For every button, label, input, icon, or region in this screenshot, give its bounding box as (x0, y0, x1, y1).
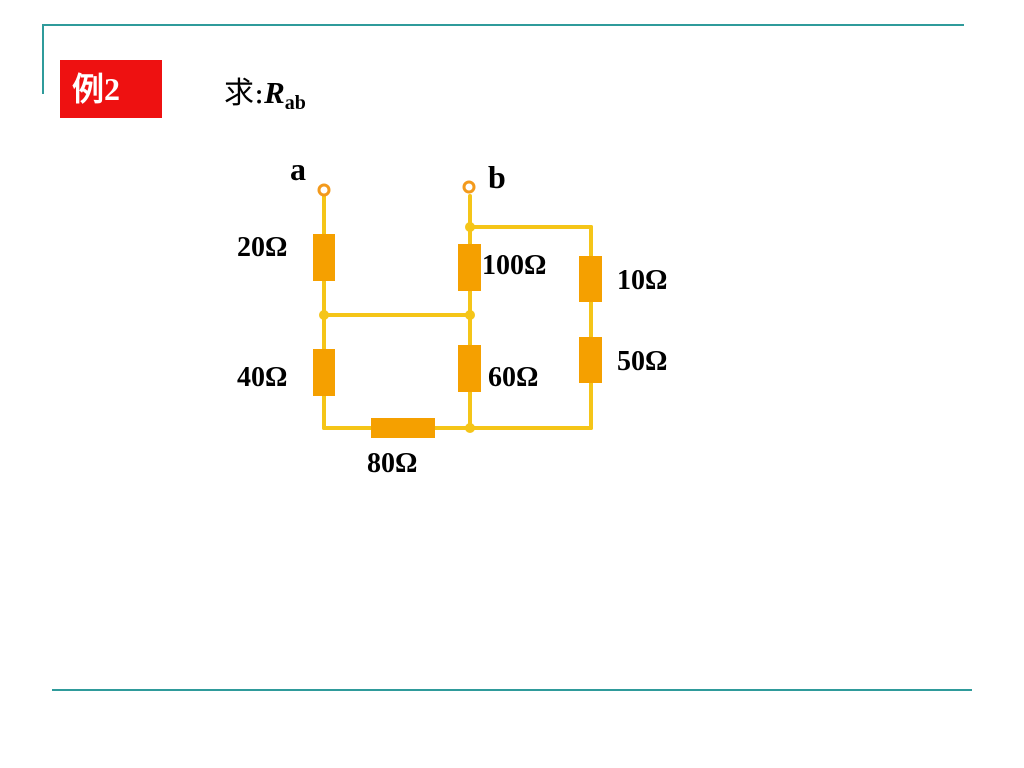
wires (322, 194, 593, 430)
resistor-20-label: 20Ω (237, 232, 287, 263)
question-variable: R (264, 75, 285, 110)
resistor-80-label: 80Ω (367, 448, 417, 479)
resistor-100 (458, 244, 481, 291)
resistor-60-label: 60Ω (488, 362, 538, 393)
terminal-a[interactable] (317, 183, 331, 197)
junction-left-middle (319, 310, 329, 320)
junction-bottom (465, 423, 475, 433)
resistor-40 (313, 349, 335, 396)
resistor-40-label: 40Ω (237, 362, 287, 393)
resistor-60 (458, 345, 481, 392)
bottom-rule (52, 689, 972, 691)
question-text: 求:Rab (224, 68, 306, 115)
terminal-a-label: a (290, 151, 306, 187)
example-badge: 例2 (60, 60, 162, 118)
resistor-50 (579, 337, 602, 383)
example-label: 例2 (72, 71, 121, 107)
resistor-10 (579, 256, 602, 302)
junctions (319, 222, 475, 433)
resistor-10-label: 10Ω (617, 265, 667, 296)
terminal-b-label: b (488, 159, 506, 195)
junction-b-top (465, 222, 475, 232)
resistor-80 (371, 418, 435, 438)
resistor-20 (313, 234, 335, 281)
question-subscript: ab (284, 92, 306, 114)
resistor-50-label: 50Ω (617, 346, 667, 377)
resistors (313, 234, 602, 438)
junction-right-middle (465, 310, 475, 320)
terminal-b[interactable] (462, 180, 476, 194)
resistor-100-label: 100Ω (482, 250, 546, 281)
terminals (317, 180, 476, 197)
question-prefix: 求: (224, 76, 265, 111)
top-rule (42, 24, 964, 26)
labels: a b 20Ω 40Ω 80Ω 100Ω 60Ω 10Ω 50Ω (237, 151, 667, 479)
left-rule (42, 24, 44, 94)
